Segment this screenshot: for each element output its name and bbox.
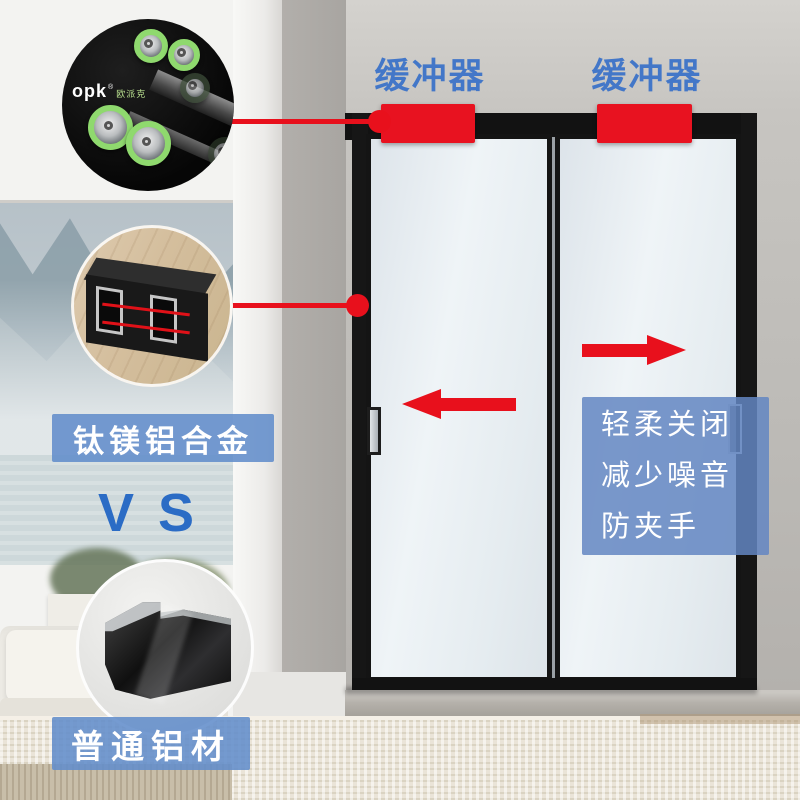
roller-wheel (208, 137, 234, 171)
rug-tan-streak (640, 714, 800, 724)
brand-logo-text: opk (72, 81, 108, 101)
roller-wheel (88, 105, 133, 150)
roller-wheel (168, 39, 200, 71)
buffer-label-left: 缓冲器 (374, 57, 486, 96)
slide-right-arrow-icon (582, 335, 686, 365)
roller-wheel (126, 121, 171, 166)
brand-logo: opk ® 欧派克 (72, 81, 182, 102)
alloy-track-photo-circle (71, 225, 233, 387)
track-channel (96, 285, 123, 336)
door-shadow (345, 687, 757, 694)
buffer-block-right (597, 104, 692, 143)
buffer-label-right: 缓冲器 (591, 57, 703, 96)
sliding-door (345, 113, 757, 690)
feature-line: 轻柔关闭 (601, 409, 734, 441)
ordinary-aluminum-photo-circle (76, 559, 254, 737)
feature-line: 防夹手 (601, 511, 701, 543)
callout-dot-track (346, 294, 369, 317)
roller-wheel (180, 73, 210, 103)
floor-plinth (345, 690, 800, 718)
panel-gap-line (552, 137, 555, 679)
callout-line-track (226, 303, 358, 308)
registered-mark-icon: ® (108, 84, 114, 91)
callout-line-roller (230, 119, 380, 124)
floor (233, 672, 346, 720)
feature-line: 减少噪音 (601, 460, 734, 492)
door-frame-left (352, 113, 368, 690)
rug-dark-strip (0, 764, 232, 800)
ordinary-aluminum-label: 普通铝材 (52, 717, 250, 770)
door-panel-left (366, 134, 552, 682)
buffer-block-left (381, 104, 475, 143)
door-handle-left (367, 407, 381, 455)
slide-left-arrow-icon (402, 389, 516, 419)
vs-label: VS (98, 483, 219, 543)
white-wall-strip (233, 0, 282, 676)
door-bottom-rail (352, 678, 757, 690)
window-frame-line (0, 200, 233, 203)
callout-dot-roller (368, 110, 391, 133)
features-box: 轻柔关闭 减少噪音 防夹手 (582, 397, 769, 555)
gray-wall-strip (282, 0, 346, 676)
roller-photo-circle: opk ® 欧派克 (62, 19, 234, 191)
lake-water (0, 455, 233, 565)
roller-wheel (134, 29, 168, 63)
track-channel (150, 294, 177, 344)
brand-logo-chinese: 欧派克 (116, 89, 147, 99)
alloy-label: 钛镁铝合金 (52, 414, 274, 462)
